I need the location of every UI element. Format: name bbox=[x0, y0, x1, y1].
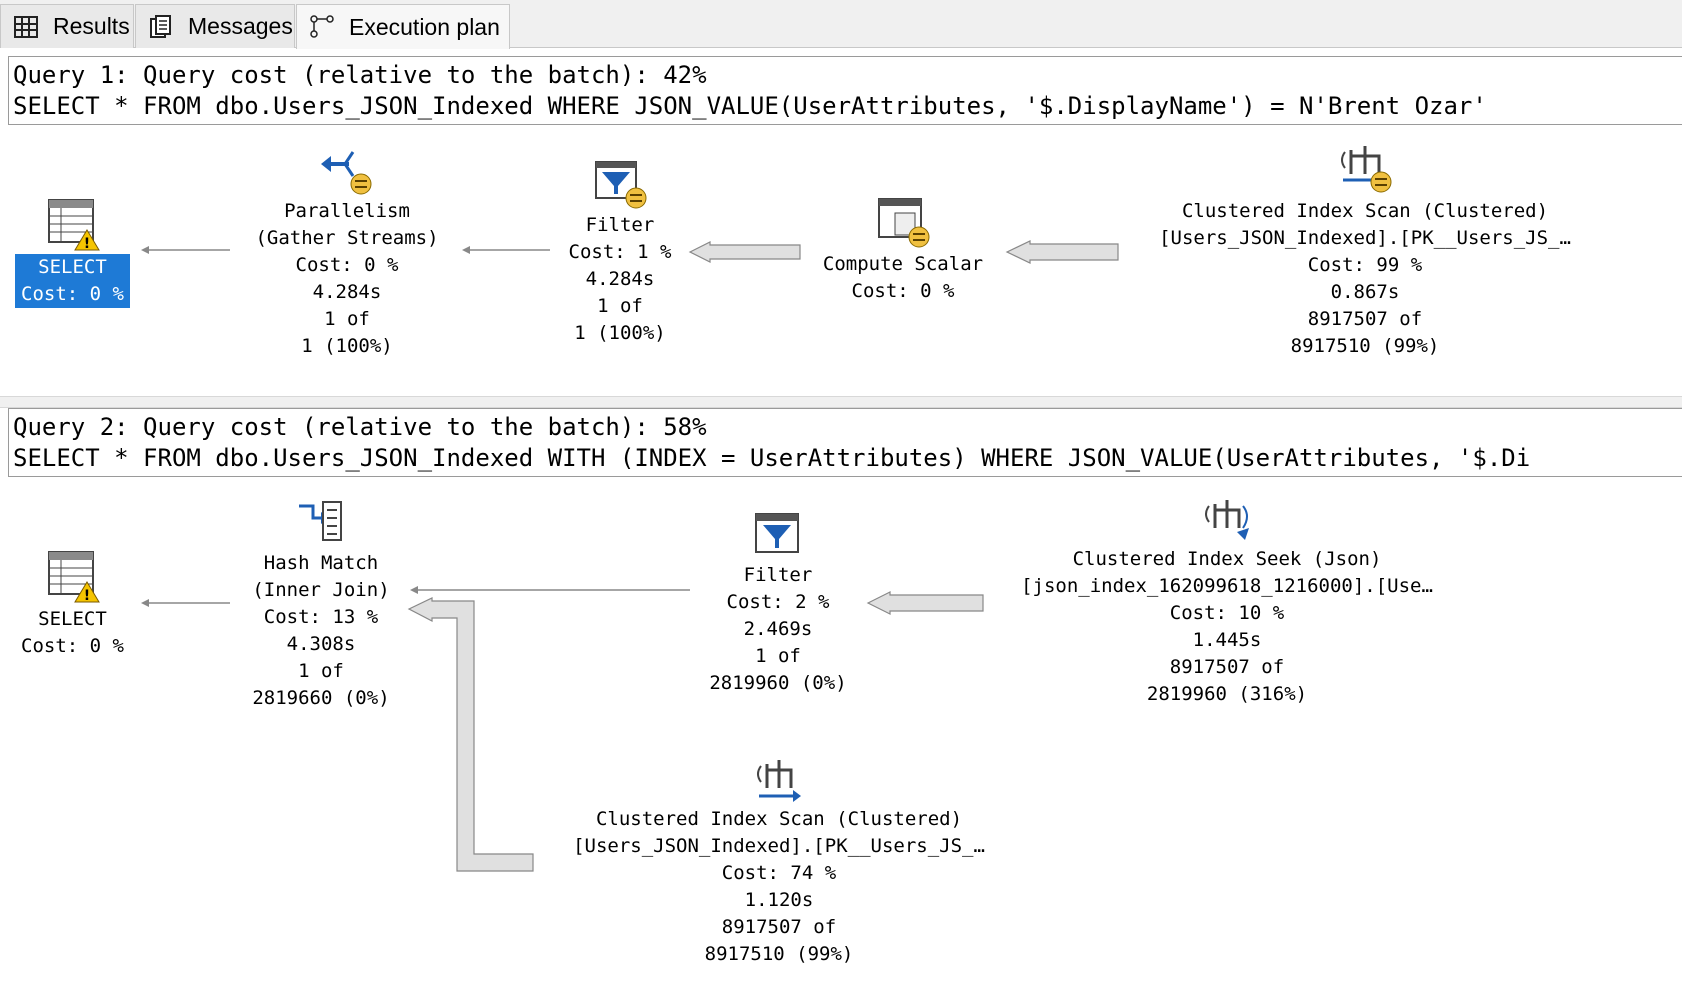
q2-filter-est: 2819960 (0%) bbox=[709, 672, 847, 694]
q2-select-cost: Cost: 0 % bbox=[21, 635, 124, 657]
query1-header[interactable]: Query 1: Query cost (relative to the bat… bbox=[8, 56, 1682, 125]
q2-scan-name: Clustered Index Scan (Clustered) bbox=[595, 808, 963, 830]
q2-seek-cost: Cost: 10 % bbox=[1169, 602, 1285, 624]
tab-results-label: Results bbox=[53, 13, 130, 39]
tab-messages[interactable]: Messages bbox=[135, 4, 295, 48]
q1-parallelism-est: 1 (100%) bbox=[301, 335, 393, 357]
select-table-icon: ! bbox=[47, 551, 100, 604]
messages-icon bbox=[150, 14, 171, 38]
q1-filter-est: 1 (100%) bbox=[574, 322, 666, 344]
q1-filter-name: Filter bbox=[585, 214, 655, 236]
q1-select-cost: Cost: 0 % bbox=[21, 283, 124, 305]
clustered-index-seek-icon bbox=[1205, 500, 1249, 540]
svg-text:!: ! bbox=[83, 588, 89, 604]
q2-arrow-seek-to-filter bbox=[866, 591, 984, 615]
q1-filter-time: 4.284s bbox=[585, 268, 655, 290]
q1-node-clustered-index-scan[interactable]: Clustered Index Scan (Clustered) [Users_… bbox=[1125, 140, 1605, 360]
q2-node-select[interactable]: ! SELECT Cost: 0 % bbox=[5, 548, 140, 660]
clustered-index-scan-icon bbox=[1341, 146, 1392, 193]
q2-scan-cost: Cost: 74 % bbox=[721, 862, 837, 884]
q2-filter-time: 2.469s bbox=[743, 618, 813, 640]
q1-compute-cost: Cost: 0 % bbox=[851, 280, 955, 302]
filter-icon bbox=[595, 161, 647, 209]
q2-select-name: SELECT bbox=[38, 608, 107, 630]
query2-cost-line: Query 2: Query cost (relative to the bat… bbox=[13, 413, 707, 441]
tab-execution-plan-label: Execution plan bbox=[349, 13, 500, 40]
q2-arrow-filter-to-hash bbox=[410, 586, 690, 594]
select-table-icon: ! bbox=[47, 199, 100, 252]
q2-seek-est: 2819960 (316%) bbox=[1146, 683, 1308, 705]
q1-parallelism-sub: (Gather Streams) bbox=[255, 227, 439, 249]
query2-sql-line: SELECT * FROM dbo.Users_JSON_Indexed WIT… bbox=[13, 444, 1531, 472]
q1-parallelism-rows: 1 of bbox=[324, 308, 370, 330]
q2-arrow-scan-to-hash bbox=[407, 597, 534, 872]
q2-scan-est: 8917510 (99%) bbox=[704, 943, 854, 965]
tab-results[interactable]: Results bbox=[0, 4, 134, 48]
q1-scan-time: 0.867s bbox=[1330, 281, 1400, 303]
q1-filter-cost: Cost: 1 % bbox=[568, 241, 672, 263]
q1-arrow-parallelism-to-select bbox=[141, 246, 230, 254]
q2-node-hash-match[interactable]: Hash Match (Inner Join) Cost: 13 % 4.308… bbox=[228, 496, 414, 712]
q2-seek-time: 1.445s bbox=[1192, 629, 1262, 651]
results-tab-bar: Results Messages Execution plan bbox=[0, 0, 1682, 49]
q2-scan-sub: [Users_JSON_Indexed].[PK__Users_JS_… bbox=[573, 835, 985, 857]
q1-node-parallelism[interactable]: Parallelism (Gather Streams) Cost: 0 % 4… bbox=[240, 146, 454, 360]
query-separator bbox=[0, 396, 1682, 408]
query2-panel bbox=[0, 409, 1682, 1008]
q2-filter-name: Filter bbox=[743, 564, 813, 586]
q1-arrow-scan-to-compute bbox=[1005, 240, 1119, 264]
q1-node-select[interactable]: ! SELECT Cost: 0 % bbox=[5, 196, 140, 308]
filter-icon bbox=[755, 513, 799, 553]
q2-node-clustered-index-seek[interactable]: Clustered Index Seek (Json) [json_index_… bbox=[990, 492, 1464, 708]
q2-hash-est: 2819660 (0%) bbox=[252, 687, 390, 709]
parallelism-icon bbox=[321, 151, 372, 195]
q2-hash-time: 4.308s bbox=[286, 633, 356, 655]
q1-select-name: SELECT bbox=[38, 256, 107, 278]
q2-hash-sub: (Inner Join) bbox=[252, 579, 390, 601]
q2-seek-rows: 8917507 of bbox=[1169, 656, 1285, 678]
q2-filter-rows: 1 of bbox=[755, 645, 801, 667]
q2-seek-name: Clustered Index Seek (Json) bbox=[1072, 548, 1382, 570]
q2-hash-rows: 1 of bbox=[298, 660, 344, 682]
q1-scan-rows: 8917507 of bbox=[1307, 308, 1423, 330]
q1-select-selected: SELECT Cost: 0 % bbox=[15, 254, 130, 308]
q2-node-filter[interactable]: Filter Cost: 2 % 2.469s 1 of 2819960 (0%… bbox=[688, 510, 868, 697]
q1-arrow-filter-to-parallelism bbox=[462, 246, 550, 254]
q2-scan-time: 1.120s bbox=[744, 889, 814, 911]
q2-scan-rows: 8917507 of bbox=[721, 916, 837, 938]
q1-scan-sub: [Users_JSON_Indexed].[PK__Users_JS_… bbox=[1159, 227, 1571, 249]
svg-text:!: ! bbox=[83, 236, 89, 252]
execution-plan-icon bbox=[310, 15, 334, 38]
query1-cost-line: Query 1: Query cost (relative to the bat… bbox=[13, 61, 707, 89]
q1-scan-cost: Cost: 99 % bbox=[1307, 254, 1423, 276]
q1-filter-rows: 1 of bbox=[597, 295, 643, 317]
q1-parallelism-name: Parallelism bbox=[284, 200, 410, 222]
q1-scan-est: 8917510 (99%) bbox=[1290, 335, 1440, 357]
q2-node-clustered-index-scan[interactable]: Clustered Index Scan (Clustered) [Users_… bbox=[540, 752, 1018, 968]
q2-hash-cost: Cost: 13 % bbox=[263, 606, 379, 628]
q1-parallelism-cost: Cost: 0 % bbox=[295, 254, 399, 276]
query1-sql-line: SELECT * FROM dbo.Users_JSON_Indexed WHE… bbox=[13, 92, 1487, 120]
q1-node-compute-scalar[interactable]: Compute Scalar Cost: 0 % bbox=[805, 195, 1001, 305]
hash-match-icon bbox=[299, 501, 342, 541]
q2-hash-name: Hash Match bbox=[263, 552, 379, 574]
compute-scalar-icon bbox=[878, 198, 930, 248]
q2-filter-cost: Cost: 2 % bbox=[726, 591, 830, 613]
q1-compute-name: Compute Scalar bbox=[822, 253, 984, 275]
clustered-index-scan-icon bbox=[757, 760, 801, 802]
q1-parallelism-time: 4.284s bbox=[312, 281, 382, 303]
tab-messages-label: Messages bbox=[188, 13, 293, 39]
tab-execution-plan[interactable]: Execution plan bbox=[296, 4, 510, 49]
q2-seek-sub: [json_index_162099618_1216000].[Use… bbox=[1021, 575, 1433, 597]
grid-icon bbox=[14, 15, 38, 38]
q2-arrow-hash-to-select bbox=[141, 599, 230, 607]
query2-header[interactable]: Query 2: Query cost (relative to the bat… bbox=[8, 408, 1682, 477]
q1-node-filter[interactable]: Filter Cost: 1 % 4.284s 1 of 1 (100%) bbox=[550, 158, 690, 347]
q1-arrow-compute-to-filter bbox=[688, 241, 801, 263]
q1-scan-name: Clustered Index Scan (Clustered) bbox=[1181, 200, 1549, 222]
